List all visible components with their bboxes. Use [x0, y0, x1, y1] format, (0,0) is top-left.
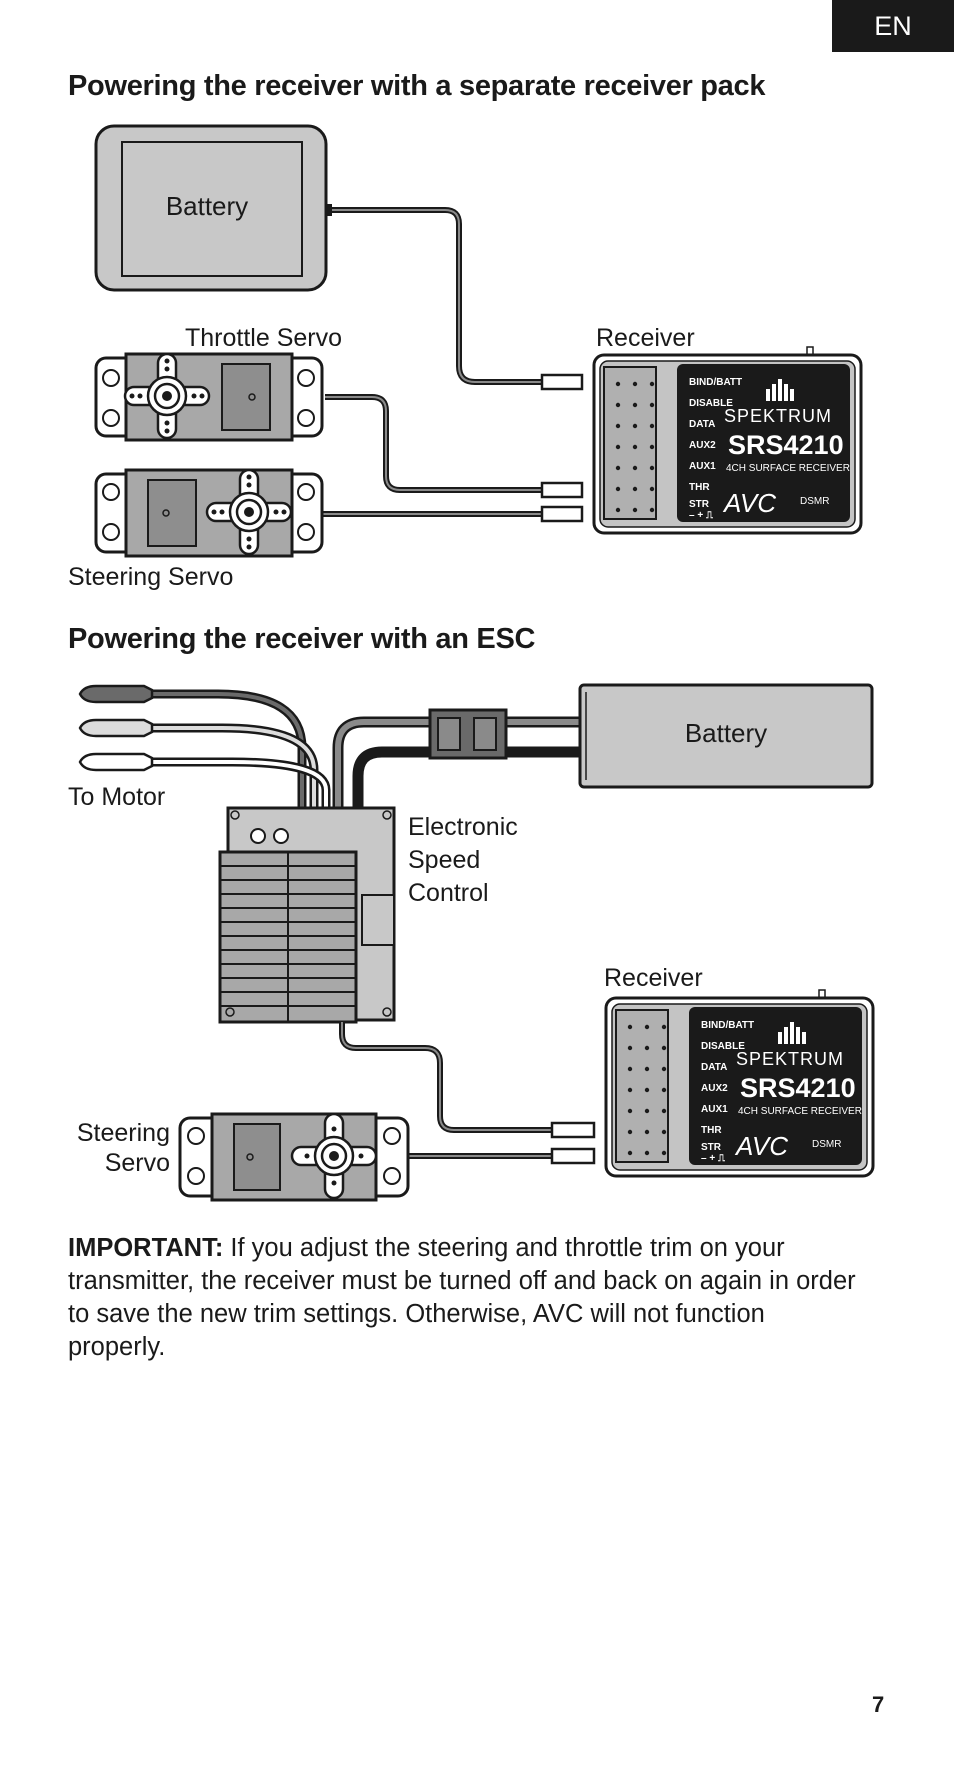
steering-servo-label: Steering Servo: [68, 563, 233, 591]
important-label: IMPORTANT:: [68, 1234, 224, 1262]
svg-text:SPEKTRUM: SPEKTRUM: [736, 1049, 844, 1069]
svg-text:– + ⎍: – + ⎍: [701, 1153, 726, 1164]
battery-wires: [332, 716, 580, 810]
esc-plug: [550, 1121, 596, 1139]
svg-text:AUX1: AUX1: [689, 461, 716, 472]
svg-text:DISABLE: DISABLE: [689, 398, 733, 409]
svg-text:SRS4210: SRS4210: [740, 1073, 856, 1103]
to-motor-label: To Motor: [68, 783, 165, 811]
svg-text:BIND/BATT: BIND/BATT: [689, 377, 742, 388]
svg-text:THR: THR: [689, 482, 710, 493]
steering-plug: [550, 1147, 596, 1165]
important-note: IMPORTANT: If you adjust the steering an…: [68, 1232, 868, 1364]
receiver-battery-pack: Battery: [94, 124, 332, 292]
esc-receiver-unit: BIND/BATT DISABLE DATA AUX2 AUX1 THR STR…: [604, 989, 875, 1178]
esc-steering-label-line1: Steering: [77, 1119, 170, 1147]
svg-text:AUX1: AUX1: [701, 1104, 728, 1115]
esc-label-line2: Speed: [408, 846, 480, 874]
svg-text:AVC: AVC: [734, 1131, 788, 1161]
section2-heading: Powering the receiver with an ESC: [68, 623, 536, 655]
esc-diagram: To Motor Battery Electron: [68, 683, 875, 1202]
svg-text:– + ⎍: – + ⎍: [689, 510, 714, 521]
throttle-servo-label: Throttle Servo: [185, 324, 342, 352]
svg-text:AVC: AVC: [722, 488, 776, 518]
signal-bars-icon: [778, 1022, 806, 1044]
throttle-servo: [94, 352, 324, 442]
page-number: 7: [872, 1692, 885, 1717]
receiver-pack-diagram: Battery Throttle Servo: [68, 124, 863, 591]
language-tab-label: EN: [874, 10, 912, 41]
esc-steering-servo: [178, 1112, 410, 1202]
esc-receiver-label: Receiver: [604, 964, 703, 992]
battery-connector: [428, 708, 508, 760]
servo-plugs: [540, 373, 584, 523]
svg-text:DSMR: DSMR: [812, 1139, 841, 1150]
section1-heading: Powering the receiver with a separate re…: [68, 70, 766, 102]
receiver-unit: BIND/BATT DISABLE DATA AUX2 AUX1 THR STR…: [592, 346, 863, 535]
svg-text:STR: STR: [689, 499, 710, 510]
svg-text:4CH SURFACE RECEIVER: 4CH SURFACE RECEIVER: [726, 463, 850, 474]
svg-text:SRS4210: SRS4210: [728, 430, 844, 460]
svg-text:SPEKTRUM: SPEKTRUM: [724, 406, 832, 426]
svg-text:4CH SURFACE RECEIVER: 4CH SURFACE RECEIVER: [738, 1106, 862, 1117]
signal-bars-icon: [766, 379, 794, 401]
receiver-pack-wires: [322, 207, 545, 517]
steering-servo: [94, 468, 324, 558]
esc-label-line1: Electronic: [408, 813, 518, 841]
svg-text:THR: THR: [701, 1125, 722, 1136]
esc-battery-label: Battery: [685, 718, 767, 748]
svg-text:DISABLE: DISABLE: [701, 1041, 745, 1052]
svg-text:DATA: DATA: [689, 419, 715, 430]
electronic-speed-control: [218, 806, 396, 1024]
esc-battery: Battery: [578, 683, 874, 789]
battery-label: Battery: [166, 191, 248, 221]
svg-text:DATA: DATA: [701, 1062, 727, 1073]
svg-text:DSMR: DSMR: [800, 496, 829, 507]
receiver-label: Receiver: [596, 324, 695, 352]
svg-text:STR: STR: [701, 1142, 722, 1153]
svg-text:BIND/BATT: BIND/BATT: [701, 1020, 754, 1031]
motor-wires: [78, 684, 331, 810]
esc-steering-label-line2: Servo: [105, 1149, 170, 1177]
important-text: If you adjust the steering and throttle …: [68, 1234, 856, 1361]
language-tab: EN: [832, 0, 954, 52]
svg-text:AUX2: AUX2: [689, 440, 716, 451]
svg-text:AUX2: AUX2: [701, 1083, 728, 1094]
esc-label-line3: Control: [408, 879, 489, 907]
